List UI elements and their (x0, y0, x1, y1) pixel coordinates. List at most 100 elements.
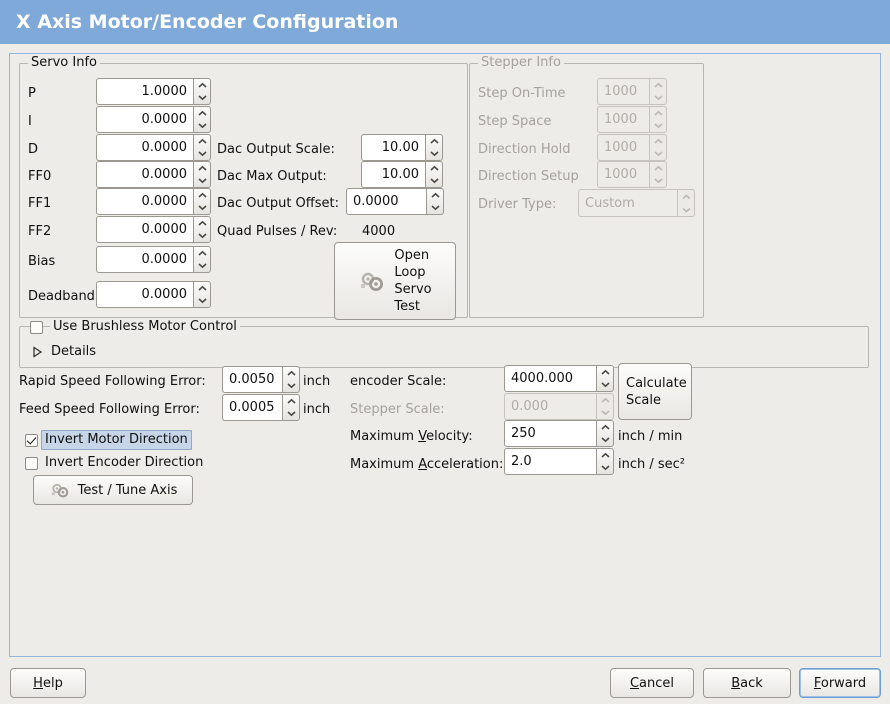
spin-down-icon[interactable] (194, 92, 210, 105)
spin-down-icon[interactable] (283, 408, 299, 421)
open-loop-servo-test-button[interactable]: Open Loop Servo Test (334, 242, 456, 320)
encoder-scale-input[interactable]: 4000.000 (504, 365, 614, 392)
servo-input-d[interactable]: 0.0000 (96, 134, 211, 161)
servo-input-deadband-value[interactable]: 0.0000 (96, 281, 193, 308)
calculate-scale-line-2: Scale (626, 392, 661, 408)
back-button[interactable]: Back (703, 668, 791, 698)
spin-down-icon[interactable] (194, 175, 210, 188)
test-tune-axis-button[interactable]: Test / Tune Axis (33, 475, 193, 505)
brushless-checkbox-box[interactable] (30, 320, 43, 334)
dac-output-offset-input[interactable]: 0.0000 (346, 188, 444, 215)
servo-input-deadband-spinner[interactable] (193, 281, 211, 308)
servo-input-d-value[interactable]: 0.0000 (96, 134, 193, 161)
servo-input-ff0-value[interactable]: 0.0000 (96, 161, 193, 188)
servo-input-bias-spinner[interactable] (193, 246, 211, 273)
feed-speed-following-error-input[interactable]: 0.0005 (222, 394, 300, 421)
spin-down-icon[interactable] (194, 120, 210, 133)
dac-output-scale-spinner[interactable] (425, 134, 443, 161)
spin-up-icon[interactable] (283, 395, 299, 408)
spin-up-icon[interactable] (194, 189, 210, 202)
spin-down-icon[interactable] (427, 202, 443, 215)
servo-input-p-value[interactable]: 1.0000 (96, 78, 193, 105)
dac-output-offset-spinner[interactable] (426, 188, 444, 215)
servo-input-p-spinner[interactable] (193, 78, 211, 105)
servo-input-bias-value[interactable]: 0.0000 (96, 246, 193, 273)
dac-max-output-spinner[interactable] (425, 161, 443, 188)
spin-down-icon[interactable] (194, 148, 210, 161)
servo-input-deadband[interactable]: 0.0000 (96, 281, 211, 308)
forward-button[interactable]: Forward (799, 668, 881, 698)
spin-up-icon[interactable] (283, 367, 299, 380)
invert-encoder-direction-checkbox[interactable]: Invert Encoder Direction (25, 455, 203, 471)
spin-down-icon[interactable] (194, 230, 210, 243)
servo-input-ff2-spinner[interactable] (193, 216, 211, 243)
invert-motor-checkbox-box[interactable] (25, 433, 38, 447)
maximum-velocity-input[interactable]: 250 (504, 420, 614, 447)
invert-motor-direction-checkbox[interactable]: Invert Motor Direction (25, 430, 192, 450)
cancel-button[interactable]: Cancel (610, 668, 694, 698)
spin-up-icon[interactable] (194, 162, 210, 175)
servo-input-ff1-value[interactable]: 0.0000 (96, 188, 193, 215)
maximum-velocity-value[interactable]: 250 (504, 420, 596, 447)
dac-max-output-input[interactable]: 10.00 (361, 161, 443, 188)
servo-input-p[interactable]: 1.0000 (96, 78, 211, 105)
dac-output-offset-value[interactable]: 0.0000 (346, 188, 426, 215)
spin-down-icon[interactable] (597, 379, 613, 392)
spin-down-icon[interactable] (283, 380, 299, 393)
spin-up-icon[interactable] (194, 217, 210, 230)
spin-up-icon[interactable] (426, 135, 442, 148)
spin-up-icon[interactable] (194, 107, 210, 120)
spin-down-icon[interactable] (194, 202, 210, 215)
maximum-acceleration-value[interactable]: 2.0 (504, 448, 596, 475)
rapid-speed-spinner[interactable] (282, 366, 300, 393)
spin-up-icon[interactable] (597, 449, 613, 462)
servo-input-ff1-spinner[interactable] (193, 188, 211, 215)
servo-input-ff1[interactable]: 0.0000 (96, 188, 211, 215)
step-on-time-value: 1000 (597, 78, 649, 105)
servo-input-bias[interactable]: 0.0000 (96, 246, 211, 273)
spin-down-icon[interactable] (597, 434, 613, 447)
servo-input-i-value[interactable]: 0.0000 (96, 106, 193, 133)
servo-input-i[interactable]: 0.0000 (96, 106, 211, 133)
feed-speed-spinner[interactable] (282, 394, 300, 421)
dac-output-scale-input[interactable]: 10.00 (361, 134, 443, 161)
spin-up-icon[interactable] (426, 162, 442, 175)
dac-output-scale-value[interactable]: 10.00 (361, 134, 425, 161)
spin-down-icon[interactable] (426, 148, 442, 161)
servo-input-i-spinner[interactable] (193, 106, 211, 133)
details-expander[interactable]: Details (32, 344, 96, 359)
maximum-acceleration-input[interactable]: 2.0 (504, 448, 614, 475)
invert-encoder-direction-label: Invert Encoder Direction (45, 455, 204, 470)
spin-down-icon[interactable] (597, 462, 613, 475)
maximum-acceleration-spinner[interactable] (596, 448, 614, 475)
spin-up-icon[interactable] (597, 421, 613, 434)
rapid-speed-following-error-value[interactable]: 0.0050 (222, 366, 282, 393)
invert-encoder-checkbox-box[interactable] (25, 456, 38, 470)
spin-up-icon[interactable] (597, 366, 613, 379)
spin-up-icon[interactable] (194, 247, 210, 260)
spin-down-icon[interactable] (426, 175, 442, 188)
spin-down-icon[interactable] (194, 260, 210, 273)
servo-input-ff2[interactable]: 0.0000 (96, 216, 211, 243)
spin-up-icon[interactable] (427, 189, 443, 202)
help-button[interactable]: Help (10, 668, 86, 698)
rapid-speed-following-error-input[interactable]: 0.0050 (222, 366, 300, 393)
calculate-scale-button[interactable]: Calculate Scale (618, 363, 692, 420)
servo-input-ff0-spinner[interactable] (193, 161, 211, 188)
spin-down-icon[interactable] (194, 295, 210, 308)
servo-input-d-spinner[interactable] (193, 134, 211, 161)
dac-output-offset-label: Dac Output Offset: (217, 196, 339, 211)
spin-up-icon[interactable] (194, 79, 210, 92)
feed-speed-following-error-value[interactable]: 0.0005 (222, 394, 282, 421)
use-brushless-motor-control-checkbox[interactable]: Use Brushless Motor Control (30, 319, 240, 335)
servo-input-ff0[interactable]: 0.0000 (96, 161, 211, 188)
encoder-scale-spinner[interactable] (596, 365, 614, 392)
maximum-velocity-spinner[interactable] (596, 420, 614, 447)
servo-input-ff2-value[interactable]: 0.0000 (96, 216, 193, 243)
spin-up-icon[interactable] (194, 282, 210, 295)
dac-max-output-value[interactable]: 10.00 (361, 161, 425, 188)
spin-up-icon (650, 79, 666, 92)
chevron-right-icon[interactable] (32, 345, 43, 358)
spin-up-icon[interactable] (194, 135, 210, 148)
encoder-scale-value[interactable]: 4000.000 (504, 365, 596, 392)
